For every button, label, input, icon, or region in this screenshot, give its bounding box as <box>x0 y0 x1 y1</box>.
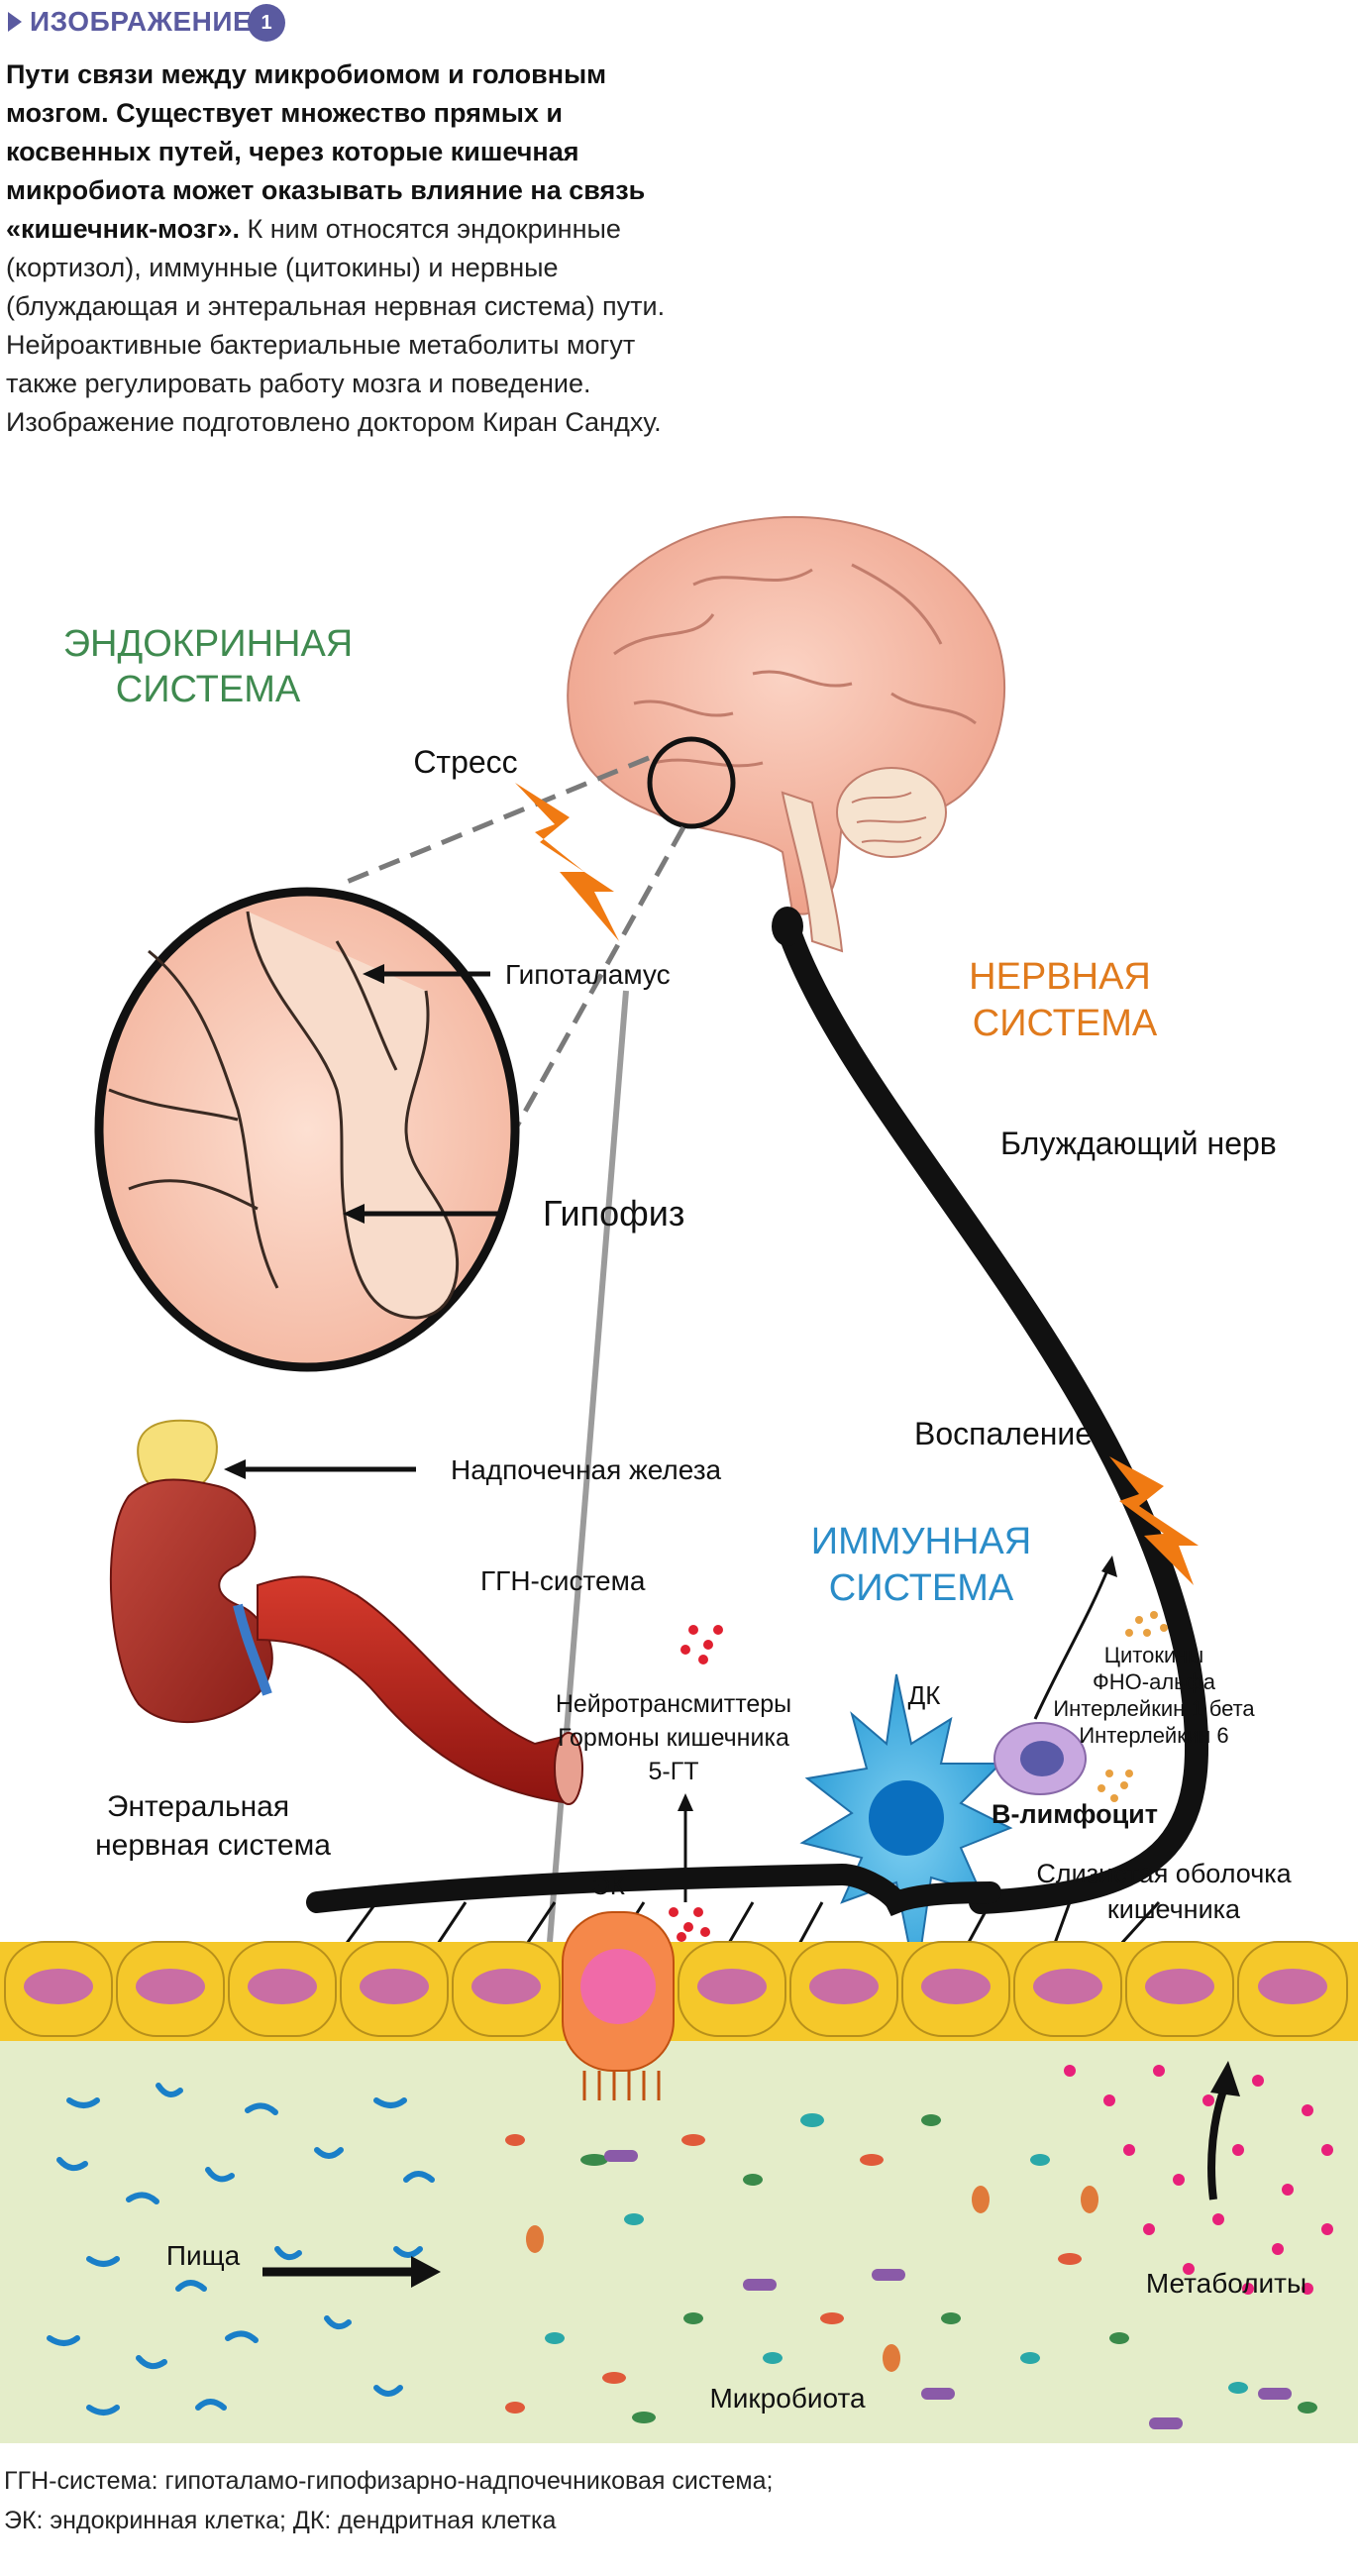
mucosa-label-1: Слизистая оболочка <box>1036 1859 1292 1888</box>
gut-lumen <box>0 2041 1358 2443</box>
serotonin-label: 5-ГТ <box>648 1758 698 1785</box>
stress-lightning-icon <box>515 783 619 941</box>
inflammation-lightning-icon <box>1109 1456 1199 1585</box>
microbiota-blue-rods <box>47 2083 435 2415</box>
gut-brain-diagram: ЭНДОКРИННАЯ СИСТЕМА Стресс Гипоталамус Г… <box>0 516 1358 2443</box>
tnf-alpha-label: ФНО-альфа <box>1093 1669 1216 1694</box>
cytokines-label: Цитокины <box>1104 1643 1204 1667</box>
hypothalamus-zoom-circle <box>94 887 520 1372</box>
stress-label: Стресс <box>413 744 517 780</box>
dendritic-cell-label: ДК <box>908 1680 941 1710</box>
figure-label: ИЗОБРАЖЕНИЕ <box>30 6 253 37</box>
enteric-ns-label-2: нервная система <box>95 1829 331 1862</box>
enteric-ns-label-1: Энтеральная <box>107 1790 289 1823</box>
vagus-nerve-path <box>776 914 1209 1914</box>
hypothalamus-label: Гипоталамус <box>505 959 671 990</box>
metabolites-label: Метаболиты <box>1146 2268 1306 2299</box>
food-label: Пища <box>166 2240 241 2271</box>
neurotransmitters-label: Нейротрансмиттеры <box>556 1690 791 1718</box>
footnote-line-1: ГГН-система: гипоталамо-гипофизарно-надп… <box>4 2467 774 2495</box>
pituitary-label: Гипофиз <box>543 1193 684 1234</box>
endocrine-system-label-1: ЭНДОКРИННАЯ <box>63 623 354 665</box>
caption-regular: К ним относятся эндокринные (кортизол), … <box>6 214 666 437</box>
mucosa-label-2: кишечника <box>1107 1894 1241 1924</box>
nervous-system-label-2: СИСТЕМА <box>973 1003 1158 1044</box>
gut-hormones-label: Гормоны кишечника <box>558 1724 789 1752</box>
caption-bold: Пути связи между микробиомом и головным … <box>6 59 646 244</box>
microbiota-label: Микробиота <box>709 2383 866 2414</box>
vagus-nerve-label: Блуждающий нерв <box>1000 1126 1277 1161</box>
b-lymphocyte-label: В-лимфоцит <box>992 1799 1158 1829</box>
kidney-illustration <box>109 1419 583 1805</box>
adrenal-gland-label: Надпочечная железа <box>451 1454 722 1485</box>
nervous-system-label-1: НЕРВНАЯ <box>969 956 1151 998</box>
figure-footnote: ГГН-система: гипоталамо-гипофизарно-надп… <box>4 2461 1193 2540</box>
play-triangle-icon <box>8 12 22 32</box>
metabolite-dots <box>1064 2065 1333 2295</box>
immune-system-label-2: СИСТЕМА <box>829 1567 1014 1609</box>
il-6-label: Интерлейкин 6 <box>1079 1723 1228 1748</box>
intestinal-epithelium <box>0 1911 1358 2100</box>
enteric-nervous-system <box>306 1863 1001 1916</box>
hpa-axis-label: ГГН-система <box>480 1565 646 1596</box>
il-1-beta-label: Интерлейкин 1 бета <box>1053 1696 1255 1721</box>
immune-system-label-1: ИММУННАЯ <box>811 1521 1031 1562</box>
figure-header: ИЗОБРАЖЕНИЕ 1 <box>0 0 1358 44</box>
brain-illustration <box>567 516 1006 953</box>
footnote-line-2: ЭК: эндокринная клетка; ДК: дендритная к… <box>4 2507 557 2534</box>
endocrine-system-label-2: СИСТЕМА <box>116 669 301 710</box>
microbiota-mixed <box>505 2113 1317 2429</box>
enteroendocrine-cell-label: ЭК <box>591 1871 625 1900</box>
hypothalamus-region-circle <box>647 736 736 829</box>
inflammation-label: Воспаление <box>914 1416 1093 1451</box>
figure-number-badge: 1 <box>248 4 285 42</box>
figure-caption: Пути связи между микробиомом и головным … <box>6 55 679 442</box>
